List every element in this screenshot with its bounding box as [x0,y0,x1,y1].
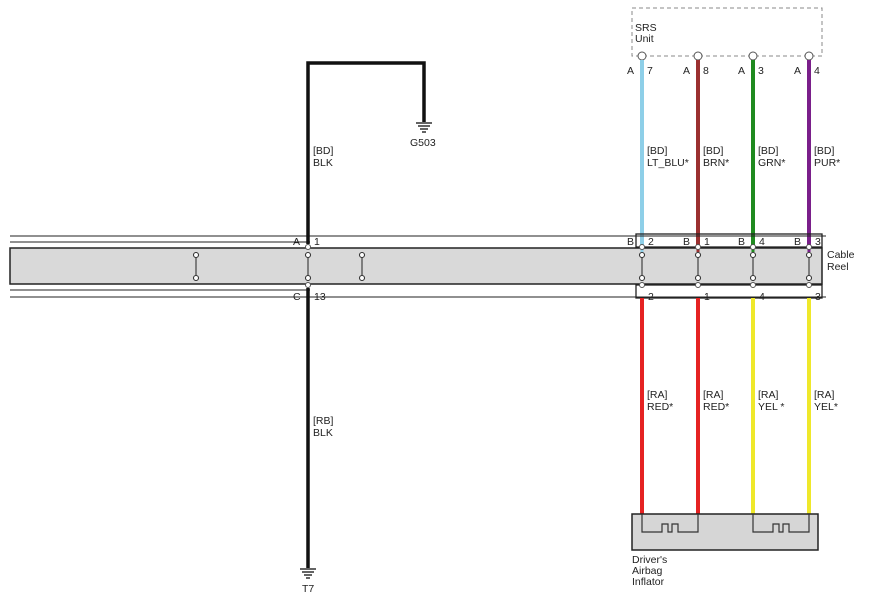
reel-bottom-pin: 13 [314,291,326,303]
wire-label-harness: [RB] [313,415,334,427]
srs-pin-conn: A [627,65,634,77]
wire-label-harness: [BD] [647,145,668,157]
wire-label-harness: [RA] [758,389,779,401]
inflator-body [631,513,819,551]
reel-bottom-conn: C [293,291,301,303]
reel-bottom-pin: 3 [815,291,821,303]
wire-label-color: LT_BLU* [647,157,689,169]
srs-terminal [637,51,647,61]
reel-contact [805,251,813,282]
reel-contact [304,251,312,282]
airbag-inflator[interactable]: Driver's Airbag Inflator [631,513,819,588]
reel-top-pin: 3 [815,236,821,248]
reel-top-pin: 2 [648,236,654,248]
reel-bottom-pin: 2 [648,291,654,303]
wire-label-color: PUR* [814,157,840,169]
srs-pin-conn: A [794,65,801,77]
cable-reel-label-line2: Reel [827,261,849,273]
squib-icon [752,514,810,533]
ground-label-g503: G503 [410,137,436,149]
wire-label-color: BLK [313,427,333,439]
wire-label-color: RED* [703,401,729,413]
wire-label-color: YEL * [758,401,784,413]
srs-pin-number: 4 [814,65,820,77]
inflator-label-line1: Driver's [632,554,667,566]
reel-top-conn: A [293,236,300,248]
reel-inner-contacts [304,251,813,282]
ground-icon [300,568,316,579]
reel-top-conn: B [738,236,745,248]
srs-unit-label-line1: SRS [635,22,657,34]
reel-contact [638,251,646,282]
cable-reel-label-line1: Cable [827,249,855,261]
wire-label-harness: [BD] [703,145,724,157]
ground-icon [416,122,432,133]
reel-bottom-pin: 4 [759,291,765,303]
wire-label-harness: [BD] [313,145,334,157]
reel-top-pin: 1 [314,236,320,248]
srs-terminal [804,51,814,61]
reel-contact [749,251,757,282]
reel-terminal-markers [305,244,812,288]
squib-icon [641,514,699,533]
reel-connector-bottom [635,284,823,299]
wire-label-color: GRN* [758,157,785,169]
reel-contact-dummy [358,251,366,282]
cable-reel[interactable]: Cable Reel A 1 B 2 B 1 B 4 B 3 C 13 2 1 … [9,233,855,303]
reel-bottom-pin: 1 [704,291,710,303]
srs-pin-conn: A [683,65,690,77]
wire-blk-upper[interactable] [306,61,426,244]
wire-label-harness: [BD] [814,145,835,157]
reel-top-conn: B [683,236,690,248]
ground-circuit[interactable] [306,61,426,568]
reel-top-conn: B [627,236,634,248]
srs-unit-box [631,7,823,57]
upper-wires [640,60,811,248]
reel-contacts [192,251,366,282]
reel-contact [694,251,702,282]
reel-connector-b [635,233,823,248]
wire-label-harness: [RA] [814,389,835,401]
lower-wires [640,298,811,514]
wire-label-harness: [BD] [758,145,779,157]
wire-label-color: BRN* [703,157,729,169]
srs-pin-number: 7 [647,65,653,77]
srs-pin-number: 3 [758,65,764,77]
srs-terminal [748,51,758,61]
wire-label-color: YEL* [814,401,838,413]
wire-label-harness: [RA] [703,389,724,401]
reel-top-conn: B [794,236,801,248]
srs-terminal [693,51,703,61]
wire-label-harness: [RA] [647,389,668,401]
inflator-label-line2: Airbag [632,565,663,577]
inflator-label-line3: Inflator [632,576,665,588]
reel-top-pin: 4 [759,236,765,248]
reel-body [9,247,823,285]
srs-pin-number: 8 [703,65,709,77]
srs-unit-label-line2: Unit [635,33,654,45]
wire-label-color: RED* [647,401,673,413]
wire-label-color: BLK [313,157,333,169]
reel-contact-dummy [192,251,200,282]
reel-top-pin: 1 [704,236,710,248]
srs-unit[interactable]: SRS Unit A 7 A 8 A 3 A 4 [627,7,823,77]
ground-label-t7: T7 [302,583,314,595]
srs-pin-conn: A [738,65,745,77]
